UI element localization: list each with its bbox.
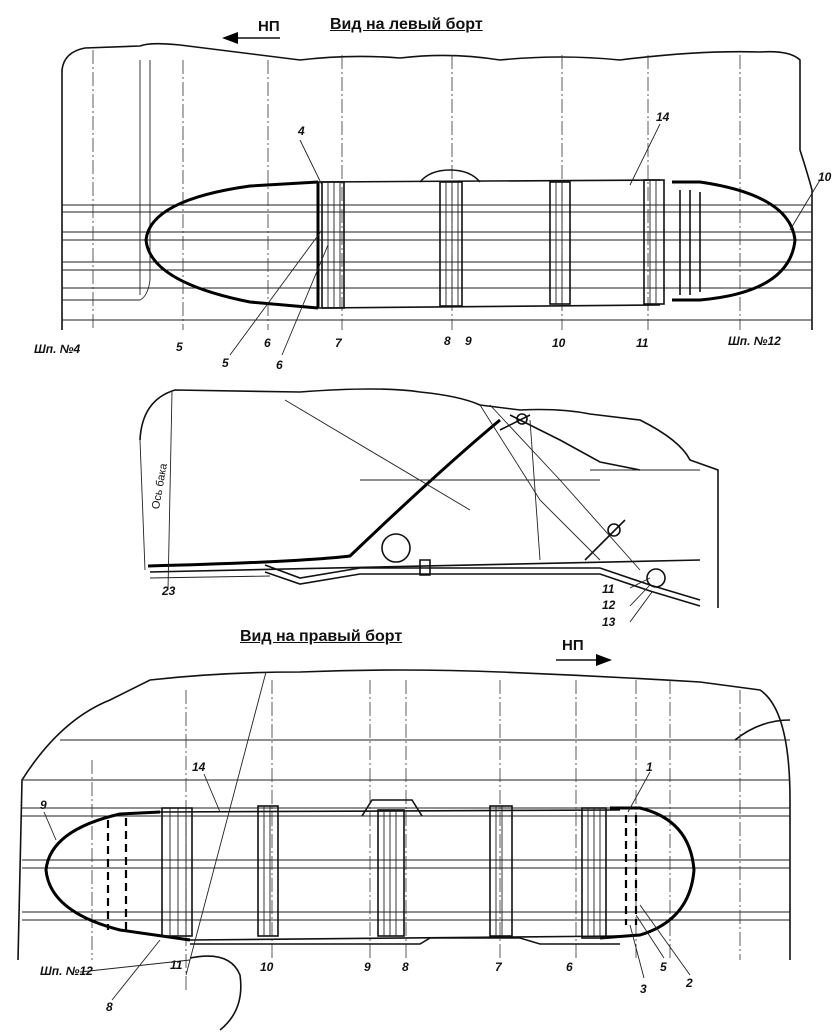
bottom-callout-8b: 8 (106, 1000, 113, 1014)
top-callout-6: 6 (264, 336, 271, 350)
bottom-callout-10: 10 (260, 960, 274, 974)
top-view-title: Вид на левый борт (330, 16, 483, 33)
bottom-callout-9: 9 (364, 960, 371, 974)
bottom-view-title: Вид на правый борт (240, 628, 403, 645)
top-direction-label: НП (258, 18, 280, 35)
bottom-callout-6: 6 (566, 960, 573, 974)
bottom-frame-label: Шп. №12 (40, 964, 93, 978)
top-callout-8: 8 (444, 334, 451, 348)
bottom-callout-2: 2 (686, 976, 693, 990)
bottom-callout-7: 7 (495, 960, 502, 974)
top-callout-5b: 5 (222, 356, 229, 370)
top-callout-7: 7 (335, 336, 342, 350)
top-callout-14: 14 (656, 110, 670, 124)
top-callout-11: 11 (636, 336, 649, 350)
top-frame-end-label: Шп. №12 (728, 334, 781, 348)
bottom-callout-14: 14 (192, 760, 206, 774)
top-callout-5: 5 (176, 340, 183, 354)
top-callout-10: 10 (552, 336, 566, 350)
bottom-direction-label: НП (562, 637, 584, 654)
bottom-callout-1: 1 (646, 760, 653, 774)
middle-callout-13: 13 (602, 615, 616, 629)
bottom-callout-3: 3 (640, 982, 647, 996)
top-callout-4: 4 (298, 124, 305, 138)
bottom-callout-8: 8 (402, 960, 409, 974)
middle-callout-23: 23 (162, 584, 176, 598)
top-callout-9: 9 (465, 334, 472, 348)
top-callout-10a: 10 (818, 170, 832, 184)
middle-callout-12: 12 (602, 598, 616, 612)
bottom-callout-5: 5 (660, 960, 667, 974)
top-frame-start-label: Шп. №4 (34, 342, 81, 356)
bottom-callout-11: 11 (170, 958, 183, 972)
bottom-callout-9a: 9 (40, 798, 47, 812)
middle-callout-11: 11 (602, 582, 615, 596)
top-callout-6b: 6 (276, 358, 283, 372)
